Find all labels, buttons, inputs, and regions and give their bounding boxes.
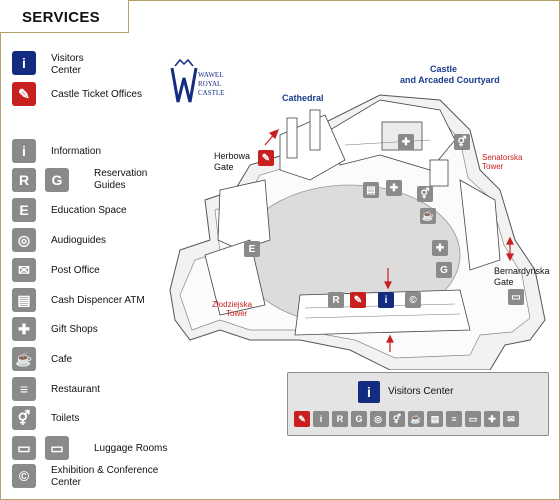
cafe-icon[interactable]: ☕ <box>408 411 424 427</box>
arrows <box>264 128 514 352</box>
legend-label: Education Space <box>51 205 127 216</box>
mail-icon[interactable]: ✉ <box>503 411 519 427</box>
east-building <box>459 179 501 271</box>
legend-label: Post Office <box>51 265 100 276</box>
ticket-icon[interactable]: ✎ <box>350 292 366 308</box>
luggage-large-icon: ▭ <box>45 436 69 460</box>
logo-line-2: ROYAL <box>198 80 222 88</box>
west-building <box>217 179 271 251</box>
atm-icon[interactable]: ▤ <box>363 182 379 198</box>
logo-line-3: CASTLE <box>198 89 225 97</box>
cafe-icon[interactable]: ☕ <box>420 208 436 224</box>
reservation-g-icon[interactable]: G <box>436 262 452 278</box>
toilet-icon[interactable]: ⚥ <box>454 134 470 150</box>
legend-label: Cash Dispencer ATM <box>51 295 145 306</box>
education-icon: E <box>12 198 36 222</box>
toilet-icon[interactable]: ⚥ <box>417 186 433 202</box>
luggage-icon[interactable]: ▭ <box>465 411 481 427</box>
gift-icon[interactable]: ✚ <box>432 240 448 256</box>
atm-icon: ▤ <box>12 288 36 312</box>
legend-label: Cafe <box>51 354 73 365</box>
senatorska-label: Senatorska <box>482 153 523 162</box>
herbowa-label: Herbowa <box>214 151 251 161</box>
reservation-r-icon: R <box>12 168 36 192</box>
zlodziejska-label: Złodziejska <box>212 300 253 309</box>
herbowa-gate-label: Gate <box>214 162 234 172</box>
info-icon: i <box>358 381 380 403</box>
senatorska-tower <box>429 159 449 187</box>
legend-label: Toilets <box>51 413 80 424</box>
legend-label: Gift Shops <box>51 324 98 335</box>
buildings <box>204 99 501 336</box>
exhibition-icon[interactable]: © <box>405 292 421 308</box>
gift-icon: ✚ <box>12 317 36 341</box>
reservation-g-icon[interactable]: G <box>351 411 367 427</box>
bernardynska-gate-label: Gate <box>494 277 514 287</box>
audioguide-icon[interactable]: ◎ <box>370 411 386 427</box>
toilet-icon[interactable]: ⚥ <box>389 411 405 427</box>
cathedral-tower-1 <box>286 117 298 159</box>
luggage-icon[interactable]: ▭ <box>508 289 524 305</box>
restaurant-icon[interactable]: ≡ <box>446 411 462 427</box>
education-icon[interactable]: E <box>244 241 260 257</box>
legend-label: Information <box>51 146 102 157</box>
ticket-icon[interactable]: ✎ <box>294 411 310 427</box>
atm-icon[interactable]: ▤ <box>427 411 443 427</box>
exhibition-icon: © <box>12 464 36 488</box>
info-icon: i <box>12 139 36 163</box>
cafe-icon: ☕ <box>12 347 36 371</box>
wawel-logo <box>170 58 198 103</box>
ticket-icon: ✎ <box>12 82 36 106</box>
gift-icon[interactable]: ✚ <box>386 180 402 196</box>
cathedral-label: Cathedral <box>282 93 324 103</box>
info-icon[interactable]: i <box>378 292 394 308</box>
bernardynska-label: Bernardyńska <box>494 266 550 276</box>
zlodziejska-tower-label: Tower <box>226 309 248 318</box>
cathedral-tower-2 <box>309 109 321 151</box>
castle-label: Castle <box>430 64 458 74</box>
reservation-g-icon: G <box>45 168 69 192</box>
logo-text: WAWEL ROYAL CASTLE <box>198 71 224 98</box>
audioguide-icon: ◎ <box>12 228 36 252</box>
services-header: SERVICES <box>0 0 129 33</box>
courtyard-label: and Arcaded Courtyard <box>400 75 500 85</box>
toilet-icon: ⚥ <box>12 406 36 430</box>
ticket-icon[interactable]: ✎ <box>258 150 274 166</box>
legend-label: Castle Ticket Offices <box>51 89 142 100</box>
legend-label: Audioguides <box>51 235 107 246</box>
visitors-center-services: ✎ i R G ◎ ⚥ ☕ ▤ ≡ ▭ ✚ ✉ <box>294 411 519 427</box>
luggage-small-icon: ▭ <box>12 436 36 460</box>
restaurant-icon: ≡ <box>12 377 36 401</box>
visitors-center-panel[interactable]: i Visitors Center ✎ i R G ◎ ⚥ ☕ ▤ ≡ ▭ ✚ … <box>287 372 549 436</box>
gift-icon[interactable]: ✚ <box>398 134 414 150</box>
zlodziejska-building <box>204 239 266 316</box>
senatorska-tower-label: Tower <box>482 162 504 171</box>
legend-label: Luggage Rooms <box>94 443 168 454</box>
mail-icon: ✉ <box>12 258 36 282</box>
logo-line-1: WAWEL <box>198 71 224 79</box>
reservation-r-icon[interactable]: R <box>328 292 344 308</box>
services-title: SERVICES <box>22 9 100 26</box>
reservation-r-icon[interactable]: R <box>332 411 348 427</box>
visitors-center-title: Visitors Center <box>388 386 454 397</box>
info-icon[interactable]: i <box>313 411 329 427</box>
gift-icon[interactable]: ✚ <box>484 411 500 427</box>
legend-label: Restaurant <box>51 384 100 395</box>
info-icon: i <box>12 51 36 75</box>
